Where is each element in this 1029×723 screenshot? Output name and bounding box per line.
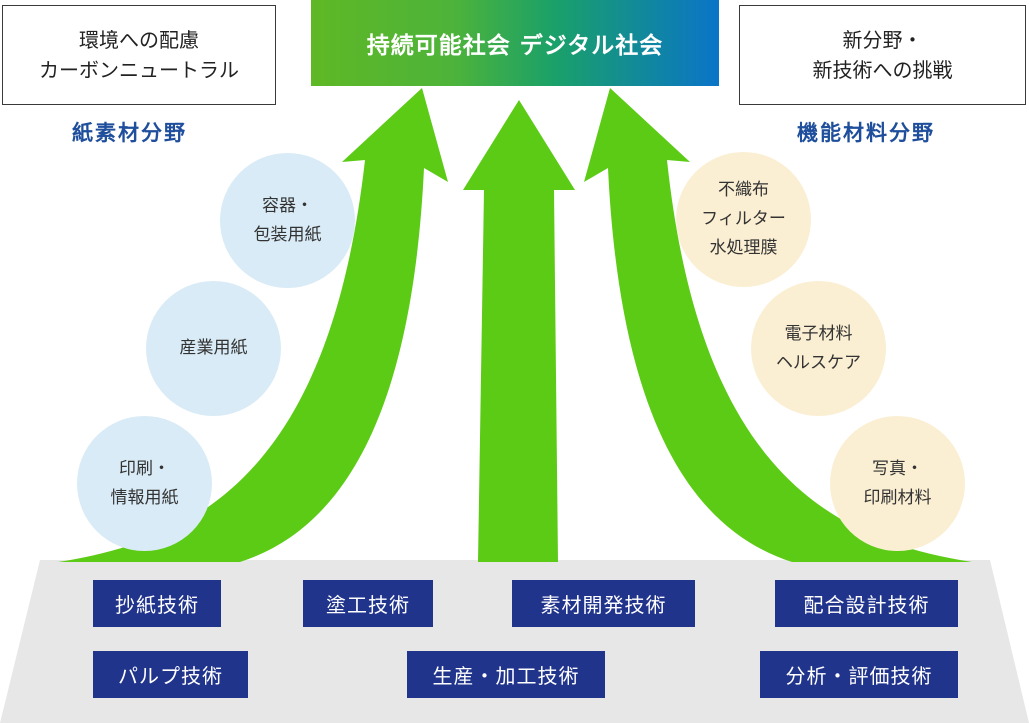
circle-electronics: 電子材料 ヘルスケア bbox=[751, 281, 886, 416]
circle-text: ヘルスケア bbox=[776, 352, 861, 373]
circle-text: 情報用紙 bbox=[110, 487, 179, 508]
circle-text: 印刷・ bbox=[119, 458, 170, 479]
circle-text: 包装用紙 bbox=[253, 224, 322, 245]
tech-production-processing: 生産・加工技術 bbox=[407, 651, 605, 698]
circle-photo-materials: 写真・ 印刷材料 bbox=[830, 416, 965, 551]
goal-label: 持続可能社会 デジタル社会 bbox=[366, 33, 664, 59]
circle-packaging-paper: 容器・ 包装用紙 bbox=[220, 153, 355, 288]
circle-text: 印刷材料 bbox=[863, 487, 932, 508]
circle-industrial-paper: 産業用紙 bbox=[146, 281, 281, 416]
functional-field-label: 機能材料分野 bbox=[797, 121, 935, 145]
circle-text: 水処理膜 bbox=[709, 238, 778, 258]
environment-box: 環境への配慮 カーボンニュートラル bbox=[2, 5, 276, 105]
environment-box-line2: カーボンニュートラル bbox=[39, 58, 239, 82]
challenge-box-line1: 新分野・ bbox=[842, 28, 923, 52]
center-arrow bbox=[463, 100, 575, 562]
circle-text: 電子材料 bbox=[784, 323, 853, 344]
tech-formulation-design: 配合設計技術 bbox=[775, 580, 958, 627]
circle-text: 容器・ bbox=[262, 195, 313, 216]
tech-material-development: 素材開発技術 bbox=[512, 580, 695, 627]
goal-banner: 持続可能社会 デジタル社会 bbox=[311, 0, 719, 86]
circle-text: 写真・ bbox=[872, 458, 923, 479]
environment-box-line1: 環境への配慮 bbox=[79, 28, 199, 52]
challenge-box-line2: 新技術への挑戦 bbox=[812, 58, 953, 82]
tech-papermaking: 抄紙技術 bbox=[93, 580, 221, 627]
paper-field-label: 紙素材分野 bbox=[72, 121, 187, 145]
left-arrow bbox=[58, 88, 448, 562]
circle-printing-paper: 印刷・ 情報用紙 bbox=[77, 416, 212, 551]
circle-text: フィルター bbox=[701, 209, 786, 229]
circle-text: 不織布 bbox=[718, 180, 769, 200]
tech-analysis-evaluation: 分析・評価技術 bbox=[760, 651, 958, 698]
tech-pulp: パルプ技術 bbox=[93, 651, 248, 698]
challenge-box: 新分野・ 新技術への挑戦 bbox=[739, 5, 1026, 105]
tech-coating: 塗工技術 bbox=[303, 580, 433, 627]
circle-text: 産業用紙 bbox=[179, 338, 248, 358]
right-arrow bbox=[584, 88, 972, 562]
circle-nonwoven: 不織布 フィルター 水処理膜 bbox=[676, 152, 811, 287]
